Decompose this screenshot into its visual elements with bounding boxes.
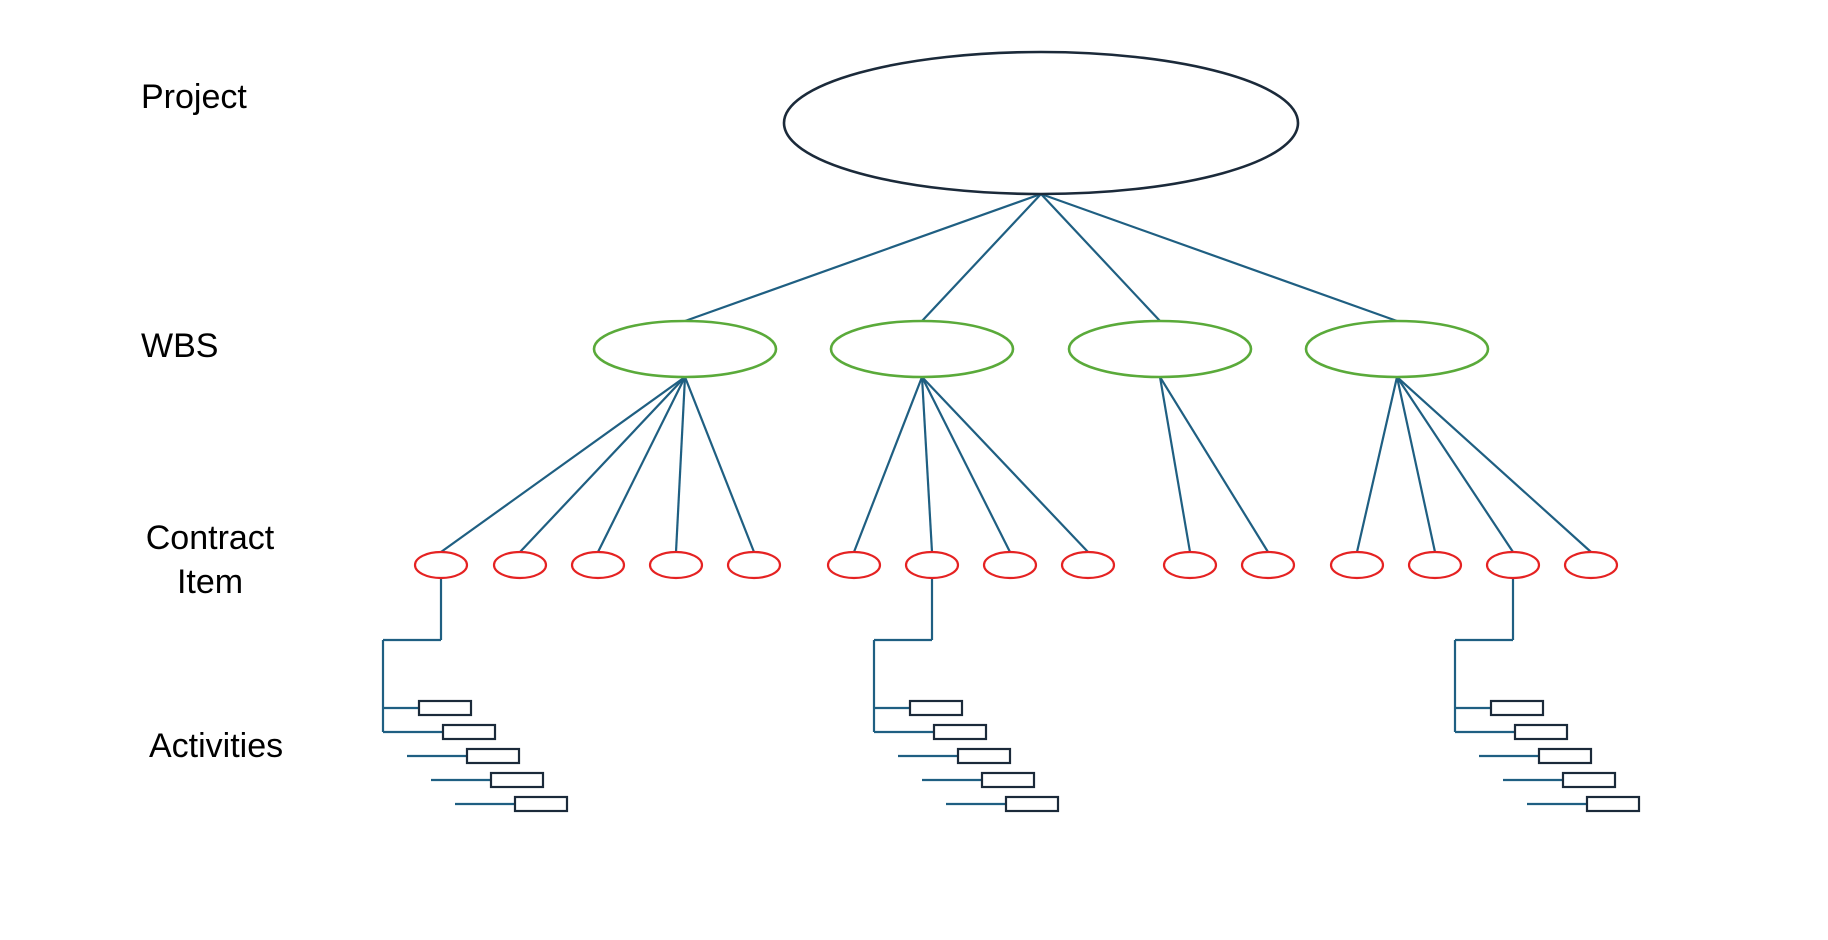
contract-item-node xyxy=(648,550,704,580)
contract-item-node xyxy=(1407,550,1463,580)
wbs-to-contract-item-connector xyxy=(440,376,686,553)
activity-node xyxy=(980,771,1036,789)
wbs-to-contract-item-connector xyxy=(1159,376,1269,553)
activity-node xyxy=(441,723,497,741)
wbs-node xyxy=(1067,319,1253,379)
contract-item-node xyxy=(904,550,960,580)
contract-item-node xyxy=(982,550,1038,580)
contract-item-node xyxy=(492,550,548,580)
project-node xyxy=(782,50,1300,196)
level-label-activities: Activities xyxy=(149,727,284,765)
project-to-wbs-connector xyxy=(1040,192,1398,323)
project-to-wbs-connector xyxy=(921,193,1042,322)
contract-item-node xyxy=(413,550,469,580)
contract-item-node xyxy=(570,550,626,580)
wbs-node xyxy=(1304,319,1490,379)
level-label-contract-item-line2: Item xyxy=(176,563,244,601)
activity-node xyxy=(465,747,521,765)
level-label-wbs: WBS xyxy=(141,327,219,365)
level-label-contract-item: Contract Item xyxy=(134,516,286,604)
wbs-to-contract-item-connector xyxy=(1396,376,1514,553)
contract-item-node xyxy=(826,550,882,580)
connector-lines xyxy=(381,192,1592,806)
contract-item-node xyxy=(726,550,782,580)
wbs-to-contract-item-connector xyxy=(674,376,687,553)
wbs-to-contract-item-connector xyxy=(852,376,924,553)
wbs-to-contract-item-connector xyxy=(920,376,934,553)
activity-node xyxy=(1513,723,1569,741)
wbs-to-contract-item-connector xyxy=(921,376,1011,553)
level-label-project: Project xyxy=(141,78,247,116)
contract-item-node xyxy=(1329,550,1385,580)
activity-node xyxy=(1004,795,1060,813)
activity-node xyxy=(417,699,473,717)
wbs-node xyxy=(592,319,778,379)
contract-item-node xyxy=(1485,550,1541,580)
activity-node xyxy=(908,699,964,717)
contract-item-node xyxy=(1563,550,1619,580)
activity-node xyxy=(1561,771,1617,789)
wbs-to-contract-item-connector xyxy=(597,376,686,553)
wbs-to-contract-item-connector xyxy=(1395,376,1437,553)
wbs-to-contract-item-connector xyxy=(1158,376,1192,553)
wbs-to-contract-item-connector xyxy=(1355,376,1399,553)
level-label-contract-item-line1: Contract xyxy=(145,519,275,557)
activity-node xyxy=(956,747,1012,765)
wbs-node xyxy=(829,319,1015,379)
wbs-to-contract-item-connector xyxy=(519,376,686,553)
wbs-to-contract-item-connector xyxy=(921,376,1089,553)
project-to-wbs-connector xyxy=(1040,193,1161,322)
node-shapes xyxy=(413,50,1641,813)
project-to-wbs-connector xyxy=(684,192,1042,323)
contract-item-node xyxy=(1240,550,1296,580)
activity-node xyxy=(932,723,988,741)
wbs-to-contract-item-connector xyxy=(1396,376,1592,553)
activity-node xyxy=(1489,699,1545,717)
activity-node xyxy=(1537,747,1593,765)
activity-node xyxy=(489,771,545,789)
activity-node xyxy=(513,795,569,813)
contract-item-node xyxy=(1162,550,1218,580)
wbs-to-contract-item-connector xyxy=(683,376,756,553)
activity-node xyxy=(1585,795,1641,813)
contract-item-node xyxy=(1060,550,1116,580)
